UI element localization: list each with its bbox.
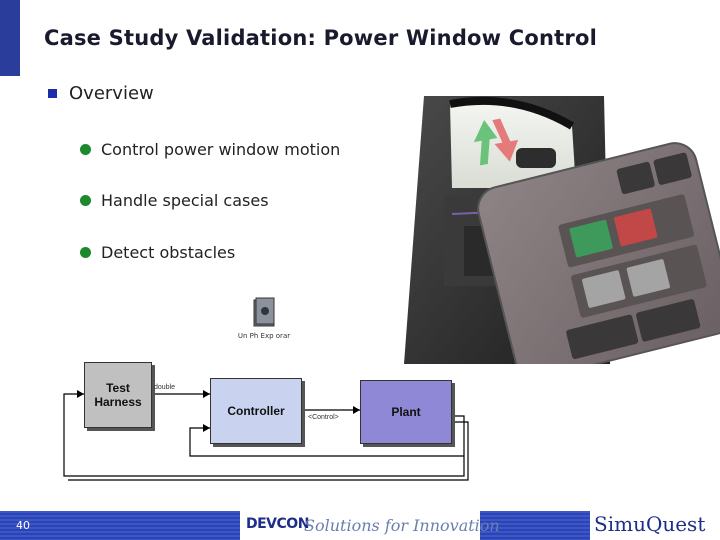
- bullet-text: Handle special cases: [101, 191, 269, 210]
- devcon-banner: DEVCON Solutions for Innovation: [240, 511, 500, 540]
- company-logo-box: SimuQuest: [590, 511, 720, 540]
- plant-block[interactable]: Plant: [360, 380, 452, 444]
- book-explorer-icon: [253, 297, 275, 327]
- bullet-text: Control power window motion: [101, 140, 341, 159]
- bullet-text: Detect obstacles: [101, 243, 236, 262]
- test-harness-label-line2: Harness: [94, 395, 142, 409]
- power-window-switch-photo: [404, 96, 720, 364]
- slide-footer: 40 DEVCON Solutions for Innovation SimuQ…: [0, 511, 720, 540]
- tagline: Solutions for Innovation: [304, 516, 500, 535]
- page-number: 40: [16, 519, 30, 532]
- test-harness-block[interactable]: Test Harness: [84, 362, 152, 428]
- devcon-logo: DEVCON: [246, 516, 309, 532]
- bullet-item: Handle special cases: [80, 191, 269, 210]
- plant-label: Plant: [391, 405, 421, 419]
- simuquest-logo: SimuQuest: [594, 512, 706, 536]
- square-bullet-icon: [48, 89, 57, 98]
- test-harness-label-line1: Test: [106, 381, 130, 395]
- signal-label-control: <Control>: [308, 414, 339, 421]
- controller-label: Controller: [227, 404, 285, 418]
- block-diagram: Test Harness Controller Plant double <Co…: [60, 356, 470, 482]
- round-bullet-icon: [80, 195, 91, 206]
- bullet-item: Control power window motion: [80, 140, 340, 159]
- controller-block[interactable]: Controller: [210, 378, 302, 444]
- bullet-item: Detect obstacles: [80, 243, 235, 262]
- overview-bullet: Overview: [48, 83, 154, 104]
- explorer-label: Un Ph Exp orar: [237, 332, 291, 340]
- title-accent-bar: [0, 0, 20, 76]
- diagram-wiring: [63, 390, 469, 481]
- slide-title: Case Study Validation: Power Window Cont…: [44, 26, 598, 50]
- explorer-block[interactable]: Un Ph Exp orar: [232, 296, 296, 340]
- round-bullet-icon: [80, 144, 91, 155]
- round-bullet-icon: [80, 247, 91, 258]
- signal-label-double: double: [154, 384, 176, 391]
- overview-label: Overview: [69, 83, 154, 104]
